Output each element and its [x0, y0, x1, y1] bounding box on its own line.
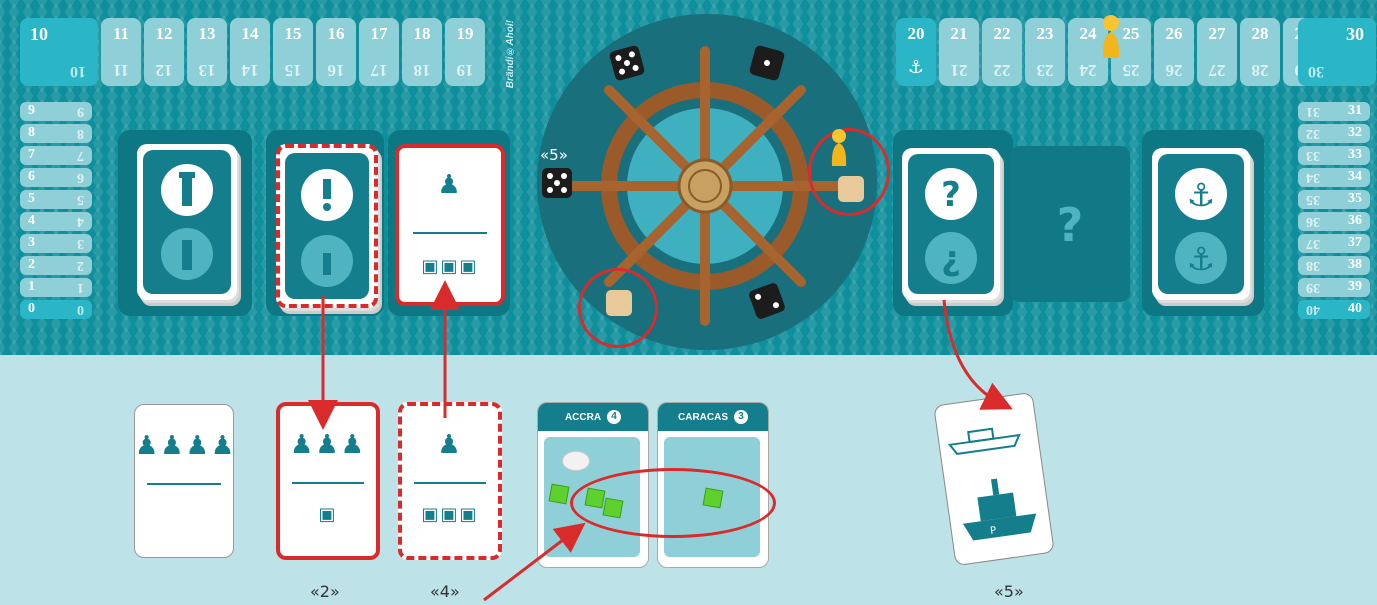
step-label-2: «2»	[310, 582, 340, 601]
step-label-5: «5»	[994, 582, 1024, 601]
step-label-4: «4»	[430, 582, 460, 601]
